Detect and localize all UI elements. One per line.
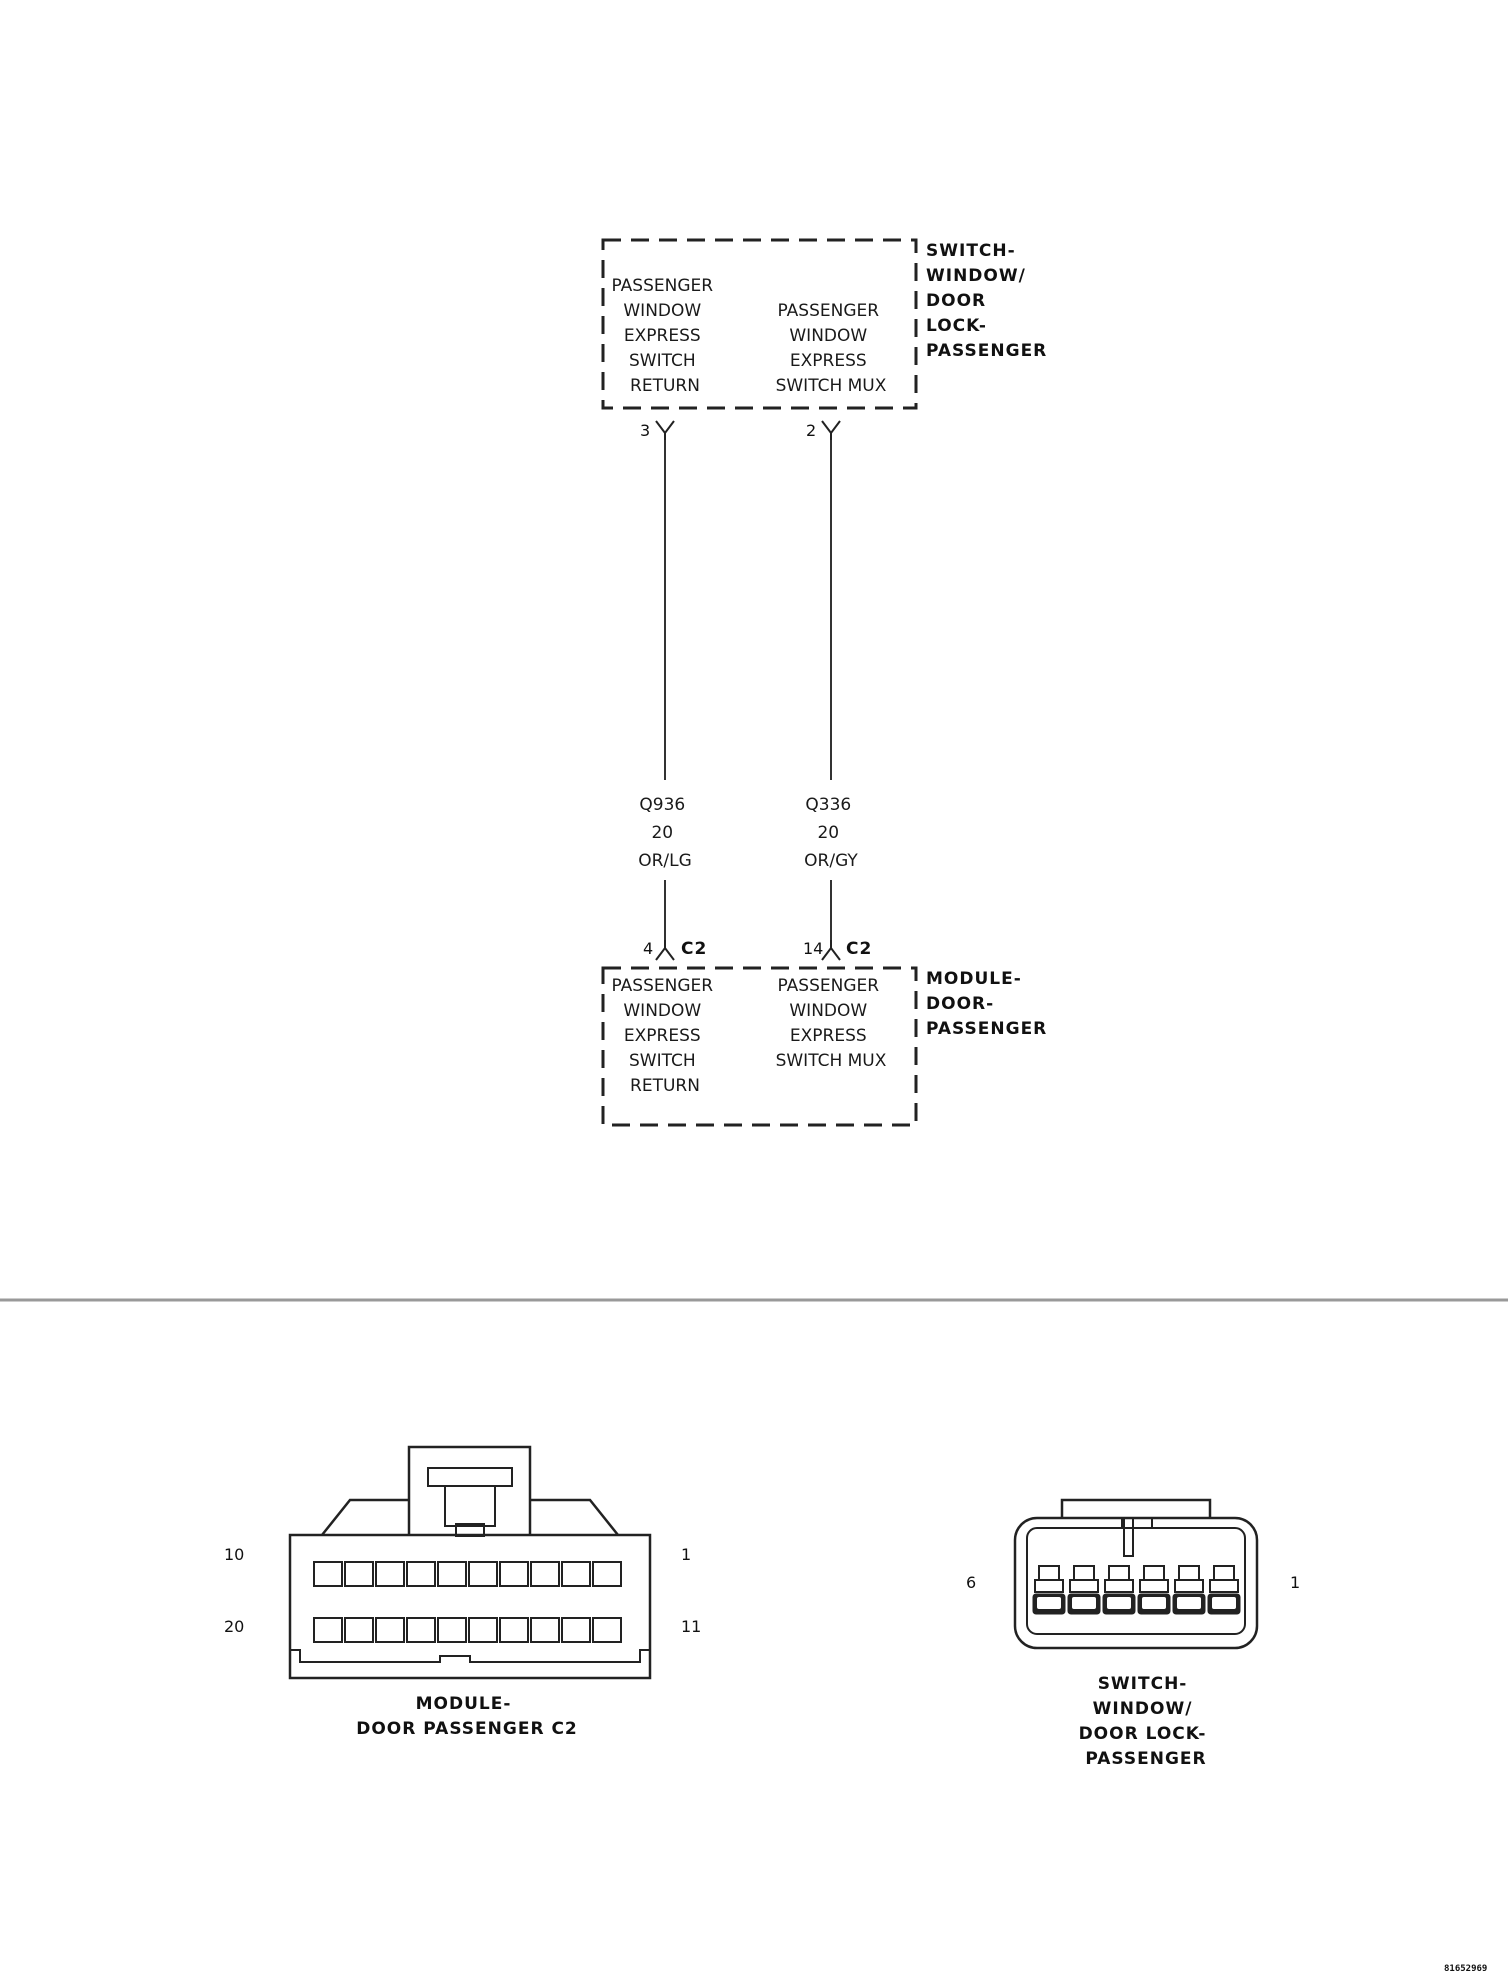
module-connector-right: C2 [846, 939, 872, 959]
module-terminal-left [655, 940, 675, 961]
switch-conn-terminal [1207, 1565, 1241, 1615]
switch-conn-top-cap [1060, 1498, 1212, 1518]
module-c2-cavity [437, 1617, 467, 1643]
module-c2-cavity [561, 1617, 591, 1643]
module-c2-cavity [375, 1617, 405, 1643]
module-c2-cavity [561, 1561, 591, 1587]
switch-terminal-left [655, 420, 675, 440]
switch-conn-terminal [1102, 1565, 1136, 1615]
module-pin-left: 4 [643, 939, 653, 958]
module-c2-pin-10: 10 [224, 1545, 244, 1564]
module-c2-cavity [468, 1561, 498, 1587]
switch-circuit-right: PASSENGER WINDOW EXPRESS SWITCH MUX [776, 301, 887, 396]
module-dashed-box [601, 966, 918, 1127]
module-c2-cavity [499, 1617, 529, 1643]
switch-circuit-left: PASSENGER WINDOW EXPRESS SWITCH RETURN [612, 276, 719, 396]
module-c2-cavity [530, 1617, 560, 1643]
switch-terminal-right [821, 420, 841, 440]
switch-connector-view: 6 1 SWITCH- WINDOW/ DOOR LOCK- PASSENGER [966, 1498, 1300, 1769]
module-circuit-right: PASSENGER WINDOW EXPRESS SWITCH MUX [776, 976, 887, 1071]
switch-conn-pin-6: 6 [966, 1573, 976, 1592]
module-c2-cavity [406, 1561, 436, 1587]
module-c2-pin-1: 1 [681, 1545, 691, 1564]
module-pin-right: 14 [803, 939, 823, 958]
module-terminal-right [821, 940, 841, 961]
switch-pin-left: 3 [640, 421, 650, 440]
switch-conn-terminal [1172, 1565, 1206, 1615]
switch-conn-terminals [1032, 1565, 1241, 1615]
module-c2-connector-view: 10 1 20 11 MODULE- DOOR PASSENGER C2 [224, 1445, 701, 1739]
module-c2-latch-tab [427, 1467, 513, 1487]
switch-conn-body [1013, 1516, 1259, 1650]
module-c2-cavity-row-top [313, 1561, 622, 1587]
switch-dashed-box [601, 238, 918, 410]
module-c2-cavity [406, 1617, 436, 1643]
module-c2-cavity [313, 1617, 343, 1643]
module-c2-latch [407, 1445, 532, 1535]
switch-conn-key-cap [1121, 1517, 1153, 1529]
switch-conn-pin-1: 1 [1290, 1573, 1300, 1592]
module-c2-cavity [499, 1561, 529, 1587]
wire-q936-label: Q936 20 OR/LG [638, 795, 692, 871]
module-c2-cavity [592, 1617, 622, 1643]
switch-conn-key [1123, 1518, 1134, 1557]
switch-pin-right: 2 [806, 421, 816, 440]
module-component-name: MODULE- DOOR- PASSENGER [926, 969, 1047, 1039]
module-c2-cavity-row-bottom [313, 1617, 622, 1643]
module-c2-body [288, 1533, 652, 1680]
module-c2-latch-inner [444, 1485, 496, 1527]
module-c2-caption: MODULE- DOOR PASSENGER C2 [356, 1694, 578, 1739]
switch-conn-terminal [1067, 1565, 1101, 1615]
module-c2-cavity [344, 1561, 374, 1587]
figure-id: 81652969 [1444, 1964, 1487, 1974]
wire-q336-label: Q336 20 OR/GY [804, 795, 858, 871]
module-c2-cavity [313, 1561, 343, 1587]
module-c2-shoulder [321, 1498, 619, 1536]
module-circuit-left: PASSENGER WINDOW EXPRESS SWITCH RETURN [612, 976, 719, 1096]
module-c2-pin-11: 11 [681, 1617, 701, 1636]
switch-component: PASSENGER WINDOW EXPRESS SWITCH RETURN P… [601, 238, 1047, 440]
switch-conn-terminal [1032, 1565, 1066, 1615]
switch-conn-terminal [1137, 1565, 1171, 1615]
module-c2-cavity [344, 1617, 374, 1643]
module-c2-cavity [592, 1561, 622, 1587]
module-c2-bottom-rail [290, 1649, 650, 1663]
module-c2-pin-20: 20 [224, 1617, 244, 1636]
switch-conn-caption: SWITCH- WINDOW/ DOOR LOCK- PASSENGER [1079, 1674, 1214, 1769]
switch-component-name: SWITCH- WINDOW/ DOOR LOCK- PASSENGER [926, 241, 1047, 361]
wires: Q936 20 OR/LG Q336 20 OR/GY [638, 440, 858, 940]
module-c2-cavity [437, 1561, 467, 1587]
module-c2-cavity [375, 1561, 405, 1587]
module-component: 4 C2 14 C2 PASSENGER WINDOW EXPRESS SWIT… [601, 939, 1047, 1127]
module-c2-cavity [468, 1617, 498, 1643]
module-c2-cavity [530, 1561, 560, 1587]
module-connector-left: C2 [681, 939, 707, 959]
